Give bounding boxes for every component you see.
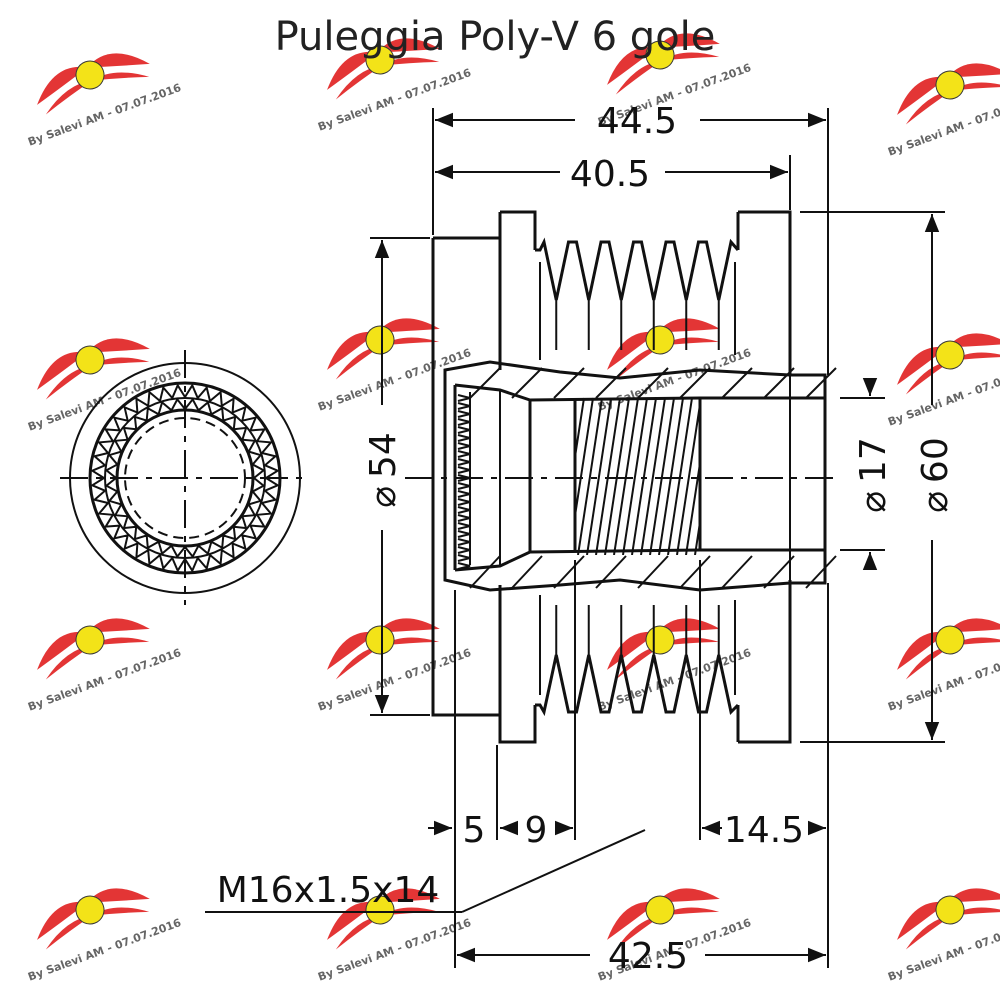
- logo-disc: [75, 345, 105, 375]
- logo-disc: [365, 45, 395, 75]
- logo-disc: [935, 625, 965, 655]
- wing-right-lower: [662, 907, 720, 916]
- wing-left: [607, 901, 658, 940]
- logo-disc: [935, 340, 965, 370]
- logo-disc: [935, 895, 965, 925]
- wing-right: [947, 618, 1000, 633]
- dimensions: 44.5 40.5 ⌀54 ⌀17 ⌀60 5 9 14.5 M: [205, 101, 956, 977]
- watermark-logo: By Salevi AM - 07.07.2016: [26, 888, 183, 984]
- wing-right: [377, 618, 440, 633]
- wing-left: [37, 631, 88, 670]
- wing-right-lower: [92, 357, 150, 366]
- wing-right-lower: [952, 82, 1000, 91]
- section-hatch-bottom: [469, 555, 837, 589]
- wing-left: [897, 346, 948, 385]
- wing-left: [607, 46, 658, 85]
- internal-thread: [575, 397, 700, 555]
- logo-disc: [645, 895, 675, 925]
- dim-9: 9: [525, 810, 548, 851]
- wing-right: [657, 888, 720, 903]
- wing-right-lower: [952, 637, 1000, 646]
- wing-right: [87, 618, 150, 633]
- wing-right: [947, 888, 1000, 903]
- logo-disc: [75, 895, 105, 925]
- watermark-logo: By Salevi AM - 07.07.2016: [316, 618, 473, 714]
- thread-callout: M16x1.5x14: [217, 870, 440, 911]
- wing-left: [897, 631, 948, 670]
- watermark-logo: By Salevi AM - 07.07.2016: [26, 53, 183, 149]
- wing-left: [897, 76, 948, 115]
- section-hatch-top: [469, 367, 837, 399]
- wing-left: [37, 901, 88, 940]
- dim-diameter-54: ⌀54: [363, 432, 404, 508]
- wing-right: [377, 318, 440, 333]
- watermark-logo: By Salevi AM - 07.07.2016: [886, 888, 1000, 984]
- wing-right-lower: [952, 352, 1000, 361]
- wing-right: [947, 333, 1000, 348]
- section-view: [405, 210, 840, 744]
- wing-left: [327, 631, 378, 670]
- wing-right: [87, 338, 150, 353]
- dim-overall-top: 44.5: [597, 101, 677, 142]
- wing-left: [897, 901, 948, 940]
- dim-second-top: 40.5: [570, 154, 650, 195]
- watermark-logo: By Salevi AM - 07.07.2016: [886, 63, 1000, 159]
- dim-diameter-60: ⌀60: [915, 437, 956, 513]
- splines: [457, 392, 471, 570]
- wing-right: [377, 38, 440, 53]
- wing-right-lower: [662, 52, 720, 61]
- wing-right: [657, 33, 720, 48]
- watermark-layer: By Salevi AM - 07.07.2016 By Salevi AM - …: [26, 33, 1000, 984]
- dim-5: 5: [463, 810, 486, 851]
- wing-right-lower: [382, 57, 440, 66]
- dim-14-5: 14.5: [724, 810, 804, 851]
- watermark-logo: By Salevi AM - 07.07.2016: [316, 318, 473, 414]
- wing-right-lower: [662, 337, 720, 346]
- wing-left: [327, 51, 378, 90]
- watermark-logo: By Salevi AM - 07.07.2016: [886, 333, 1000, 429]
- logo-disc: [645, 40, 675, 70]
- logo-disc: [75, 625, 105, 655]
- wing-right-lower: [382, 337, 440, 346]
- watermark-text: By Salevi AM - 07.07.2016: [886, 361, 1000, 429]
- wing-right: [657, 318, 720, 333]
- wing-right-lower: [382, 637, 440, 646]
- wing-right-lower: [662, 637, 720, 646]
- title: Puleggia Poly-V 6 gole: [275, 14, 716, 60]
- watermark-logo: By Salevi AM - 07.07.2016: [26, 618, 183, 714]
- wing-left: [607, 331, 658, 370]
- wing-left: [37, 66, 88, 105]
- logo-disc: [935, 70, 965, 100]
- dim-diameter-17: ⌀17: [853, 437, 894, 513]
- wing-right: [947, 63, 1000, 78]
- logo-disc: [365, 895, 395, 925]
- logo-disc: [365, 325, 395, 355]
- watermark-logo: By Salevi AM - 07.07.2016: [886, 618, 1000, 714]
- logo-disc: [75, 60, 105, 90]
- wing-right-lower: [92, 72, 150, 81]
- wing-right-lower: [92, 637, 150, 646]
- wing-right: [377, 888, 440, 903]
- wing-left: [327, 331, 378, 370]
- end-view: [60, 350, 310, 605]
- wing-right: [87, 888, 150, 903]
- wing-right: [87, 53, 150, 68]
- wing-right-lower: [92, 907, 150, 916]
- dim-bottom: 42.5: [608, 936, 688, 977]
- watermark-text: By Salevi AM - 07.07.2016: [886, 91, 1000, 159]
- watermark-text: By Salevi AM - 07.07.2016: [886, 916, 1000, 984]
- watermark-text: By Salevi AM - 07.07.2016: [886, 646, 1000, 714]
- wing-left: [37, 351, 88, 390]
- logo-disc: [365, 625, 395, 655]
- wing-right: [657, 618, 720, 633]
- wing-right-lower: [952, 907, 1000, 916]
